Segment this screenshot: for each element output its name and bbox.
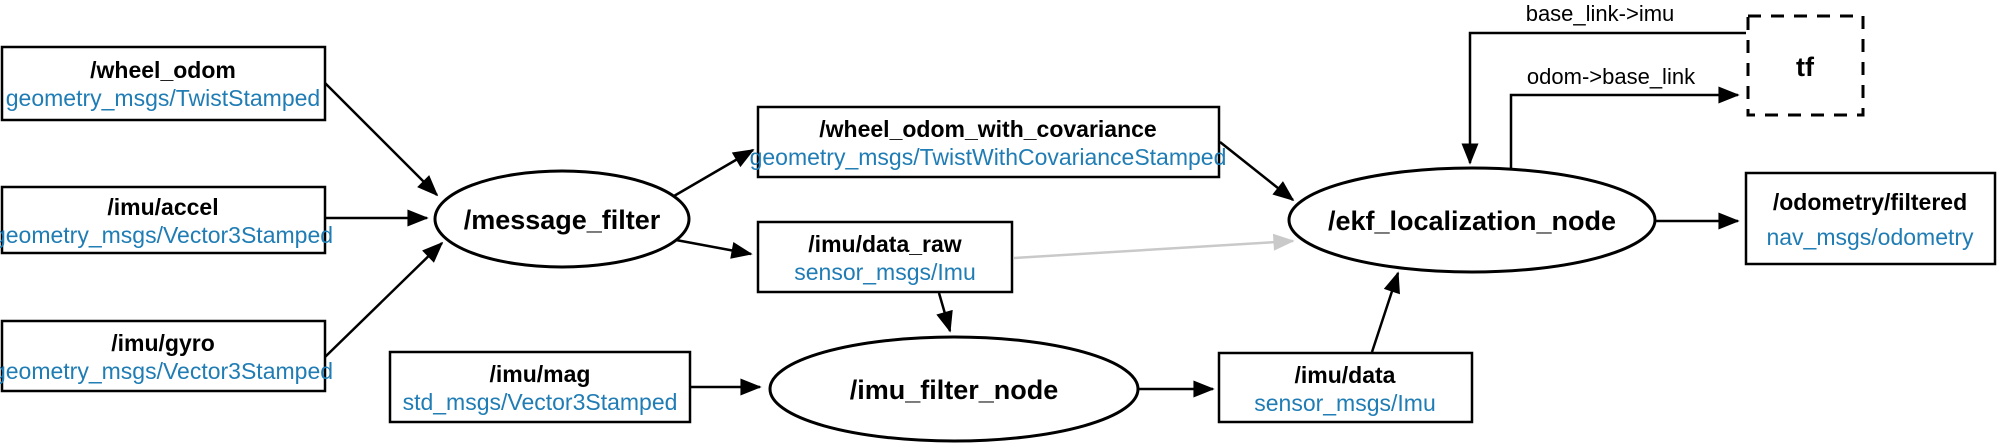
- node-ekf-localization-node: /ekf_localization_node: [1287, 166, 1657, 274]
- topic-imu-mag-name: /imu/mag: [490, 361, 591, 387]
- node-tf: tf: [1746, 14, 1865, 117]
- node-imu-filter-node: /imu_filter_node: [768, 335, 1140, 443]
- edge-message-filter-to-imu-data-raw: [675, 238, 753, 259]
- node-imu-filter-node-ellipse: [768, 335, 1140, 443]
- topic-wheel-odom-with-covariance-box: [756, 105, 1221, 179]
- topic-odometry-filtered: /odometry/filtered nav_msgs/odometry: [1744, 171, 1997, 266]
- edge-imu-gyro-to-message-filter: [324, 241, 444, 358]
- topic-imu-accel-type: geometry_msgs/Vector3Stamped: [0, 222, 333, 248]
- topic-wheel-odom: /wheel_odom geometry_msgs/TwistStamped: [0, 45, 327, 122]
- topic-imu-gyro-box: [0, 319, 327, 393]
- node-ekf-localization-node-label: /ekf_localization_node: [1328, 206, 1616, 236]
- topic-imu-data-raw-type: sensor_msgs/Imu: [794, 259, 976, 285]
- topic-imu-data-name: /imu/data: [1295, 362, 1396, 388]
- topic-wheel-odom-with-covariance: /wheel_odom_with_covariance geometry_msg…: [750, 105, 1227, 179]
- topic-imu-mag-type: std_msgs/Vector3Stamped: [403, 389, 678, 415]
- node-message-filter-label: /message_filter: [464, 205, 661, 235]
- topic-imu-mag-box: [388, 350, 692, 424]
- topic-wheel-odom-name: /wheel_odom: [90, 57, 236, 83]
- topic-imu-accel: /imu/accel geometry_msgs/Vector3Stamped: [0, 185, 333, 255]
- edge-wheel-odom-with-covariance-to-ekf: [1219, 141, 1295, 202]
- edge-ekf-to-tf-odom-base-link: [1509, 86, 1740, 170]
- edge-imu-data-to-ekf: [1370, 271, 1400, 353]
- topic-imu-accel-box: [0, 185, 327, 255]
- topic-wheel-odom-with-covariance-name: /wheel_odom_with_covariance: [819, 116, 1156, 142]
- topic-imu-data: /imu/data sensor_msgs/Imu: [1217, 351, 1474, 424]
- node-tf-box: [1746, 14, 1865, 117]
- topic-imu-gyro-name: /imu/gyro: [111, 330, 215, 356]
- topic-wheel-odom-type: geometry_msgs/TwistStamped: [6, 85, 320, 111]
- topic-imu-data-raw-box: [756, 220, 1014, 294]
- edge-label-base-link-to-imu: base_link->imu: [1526, 1, 1675, 26]
- topic-imu-data-raw: /imu/data_raw sensor_msgs/Imu: [756, 220, 1014, 294]
- topic-odometry-filtered-name: /odometry/filtered: [1773, 189, 1967, 215]
- topic-wheel-odom-with-covariance-type: geometry_msgs/TwistWithCovarianceStamped: [750, 144, 1227, 170]
- topic-wheel-odom-box: [0, 45, 327, 122]
- edge-label-odom-to-base-link: odom->base_link: [1527, 64, 1696, 89]
- edge-imu-data-raw-to-ekf-gray: [1013, 233, 1295, 260]
- edge-wheel-odom-to-message-filter: [324, 82, 439, 197]
- node-message-filter: /message_filter: [433, 169, 691, 269]
- node-message-filter-ellipse: [433, 169, 691, 269]
- edge-message-filter-to-wheel-odom-with-covariance: [673, 148, 755, 198]
- edge-imu-data-raw-to-imu-filter-node: [936, 292, 953, 333]
- node-tf-label: tf: [1796, 52, 1815, 82]
- topic-imu-data-raw-name: /imu/data_raw: [808, 231, 961, 257]
- topic-odometry-filtered-box: [1744, 171, 1997, 266]
- node-ekf-localization-node-ellipse: [1287, 166, 1657, 274]
- edge-tf-to-ekf-base-link-imu: [1461, 31, 1746, 165]
- topic-imu-accel-name: /imu/accel: [107, 194, 218, 220]
- topic-imu-data-type: sensor_msgs/Imu: [1254, 390, 1436, 416]
- topic-imu-mag: /imu/mag std_msgs/Vector3Stamped: [388, 350, 692, 424]
- node-imu-filter-node-label: /imu_filter_node: [850, 375, 1059, 405]
- topic-imu-gyro-type: geometry_msgs/Vector3Stamped: [0, 358, 333, 384]
- topic-imu-data-box: [1217, 351, 1474, 424]
- topic-odometry-filtered-type: nav_msgs/odometry: [1766, 224, 1974, 250]
- topic-imu-gyro: /imu/gyro geometry_msgs/Vector3Stamped: [0, 319, 333, 393]
